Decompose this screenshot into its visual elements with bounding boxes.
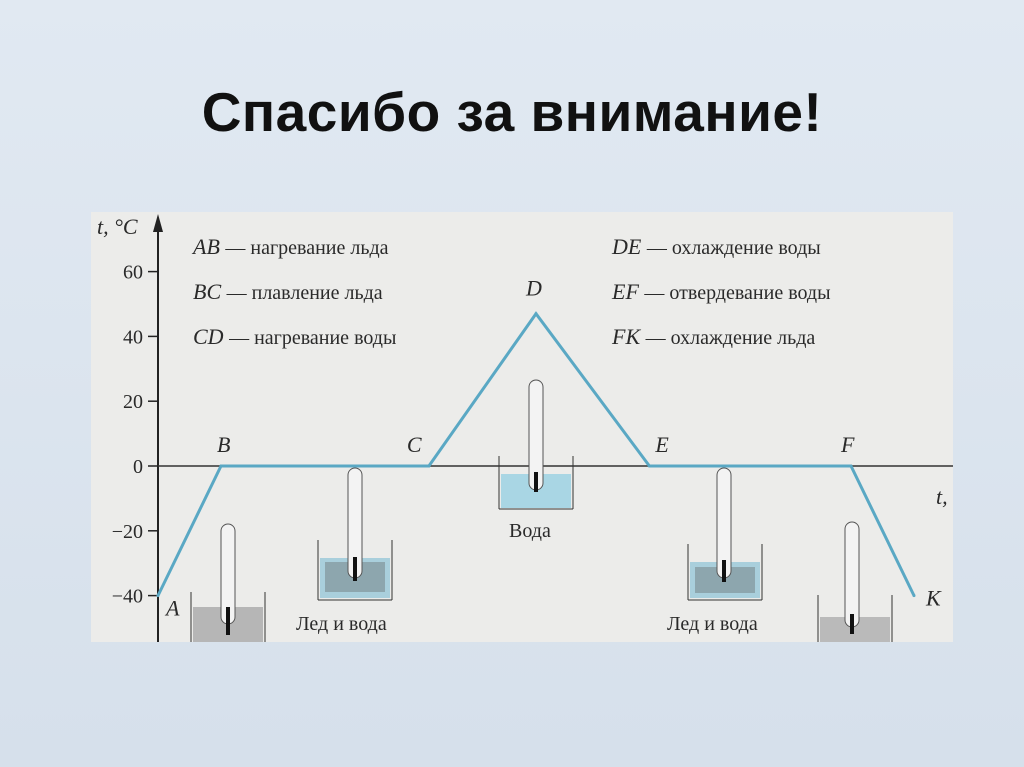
beaker-ice-water-1 — [317, 467, 393, 601]
point-label-a: A — [164, 596, 180, 621]
caption-ice-water-2: Лед и вода — [667, 613, 758, 635]
chart-image: t, °C t, 60 40 20 0 −20 −40 AB — нагревание л… — [91, 212, 953, 642]
slide-title: Спасибо за внимание! — [201, 81, 823, 143]
caption-water: Вода — [509, 520, 551, 542]
point-label-c: C — [407, 432, 422, 457]
legend-entry-bc: BC — плавление льда — [193, 279, 383, 304]
beaker-water — [498, 379, 574, 510]
point-a — [156, 594, 160, 598]
legend-entry-ab: AB — нагревание льда — [191, 234, 389, 259]
y-tick-label: 60 — [123, 262, 143, 284]
y-axis-label: t, °C — [97, 214, 138, 239]
caption-ice-water-1: Лед и вода — [296, 613, 387, 635]
point-k — [912, 594, 916, 598]
point-d — [534, 312, 538, 316]
point-label-b: B — [217, 432, 230, 457]
point-c — [427, 464, 431, 468]
y-axis-arrow — [153, 214, 163, 232]
y-tick-label: −20 — [112, 521, 143, 543]
point-label-e: E — [654, 432, 669, 457]
point-f — [849, 464, 853, 468]
point-label-f: F — [840, 432, 855, 457]
y-tick-label: 40 — [123, 326, 143, 348]
heating-cooling-chart: t, °C t, 60 40 20 0 −20 −40 AB — нагревание л… — [97, 214, 953, 642]
legend-entry-de: DE — охлаждение воды — [611, 234, 821, 259]
legend-entry-ef: EF — отвердевание воды — [611, 279, 831, 304]
y-tick-label: −40 — [112, 586, 143, 608]
x-axis-label: t, — [936, 484, 948, 509]
thermometer-icon — [844, 521, 860, 628]
beaker-ice-water-2 — [687, 467, 763, 601]
point-label-d: D — [525, 276, 542, 301]
legend-entry-fk: FK — охлаждение льда — [611, 324, 815, 349]
point-e — [647, 464, 651, 468]
y-tick-label: 0 — [133, 456, 143, 478]
point-b — [219, 464, 223, 468]
y-tick-label: 20 — [123, 391, 143, 413]
beaker-ice-2 — [817, 521, 893, 642]
legend-entry-cd: CD — нагревание воды — [193, 324, 396, 349]
point-label-k: K — [925, 586, 942, 611]
beaker-ice — [190, 523, 266, 642]
